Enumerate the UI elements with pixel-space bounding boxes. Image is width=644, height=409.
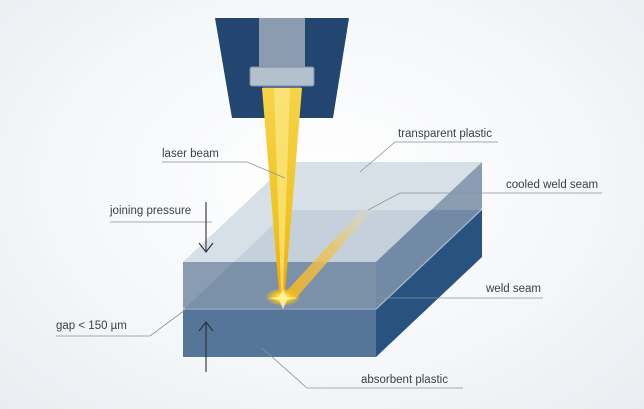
gap-label: gap < 150 µm <box>56 320 127 332</box>
leader-lines <box>56 141 602 389</box>
weld-seam-label: weld seam <box>485 283 541 295</box>
down-arrow-icon <box>198 202 214 253</box>
top-plate-side <box>376 162 482 308</box>
weld-seam-leader <box>327 279 543 299</box>
gap-leader <box>56 309 186 337</box>
laser-nozzle <box>215 18 349 118</box>
bottom-plate-side <box>376 210 482 357</box>
cooled-weld-seam-leader <box>367 192 602 211</box>
transparent-plastic-leader <box>359 141 498 173</box>
joining-pressure-label: joining pressure <box>109 205 191 217</box>
up-arrow-icon <box>198 321 214 372</box>
top-plate-top <box>183 162 482 262</box>
laser-beam-leader <box>162 161 286 179</box>
nozzle-ring <box>249 66 315 87</box>
absorbent-plastic-leader <box>261 347 463 389</box>
transparent-plastic-label: transparent plastic <box>398 128 492 140</box>
absorbent-plastic-label: absorbent plastic <box>361 374 448 386</box>
laser-beam-label: laser beam <box>162 148 219 160</box>
cooled-weld-seam-label: cooled weld seam <box>506 179 598 191</box>
cooled-weld-seam-stripe <box>282 196 384 298</box>
transparent-plastic-plate <box>183 162 483 310</box>
weld-seam-track <box>282 196 384 298</box>
laser-beam <box>262 88 302 309</box>
nozzle-core <box>259 18 305 72</box>
bottom-plate-front <box>183 310 376 357</box>
